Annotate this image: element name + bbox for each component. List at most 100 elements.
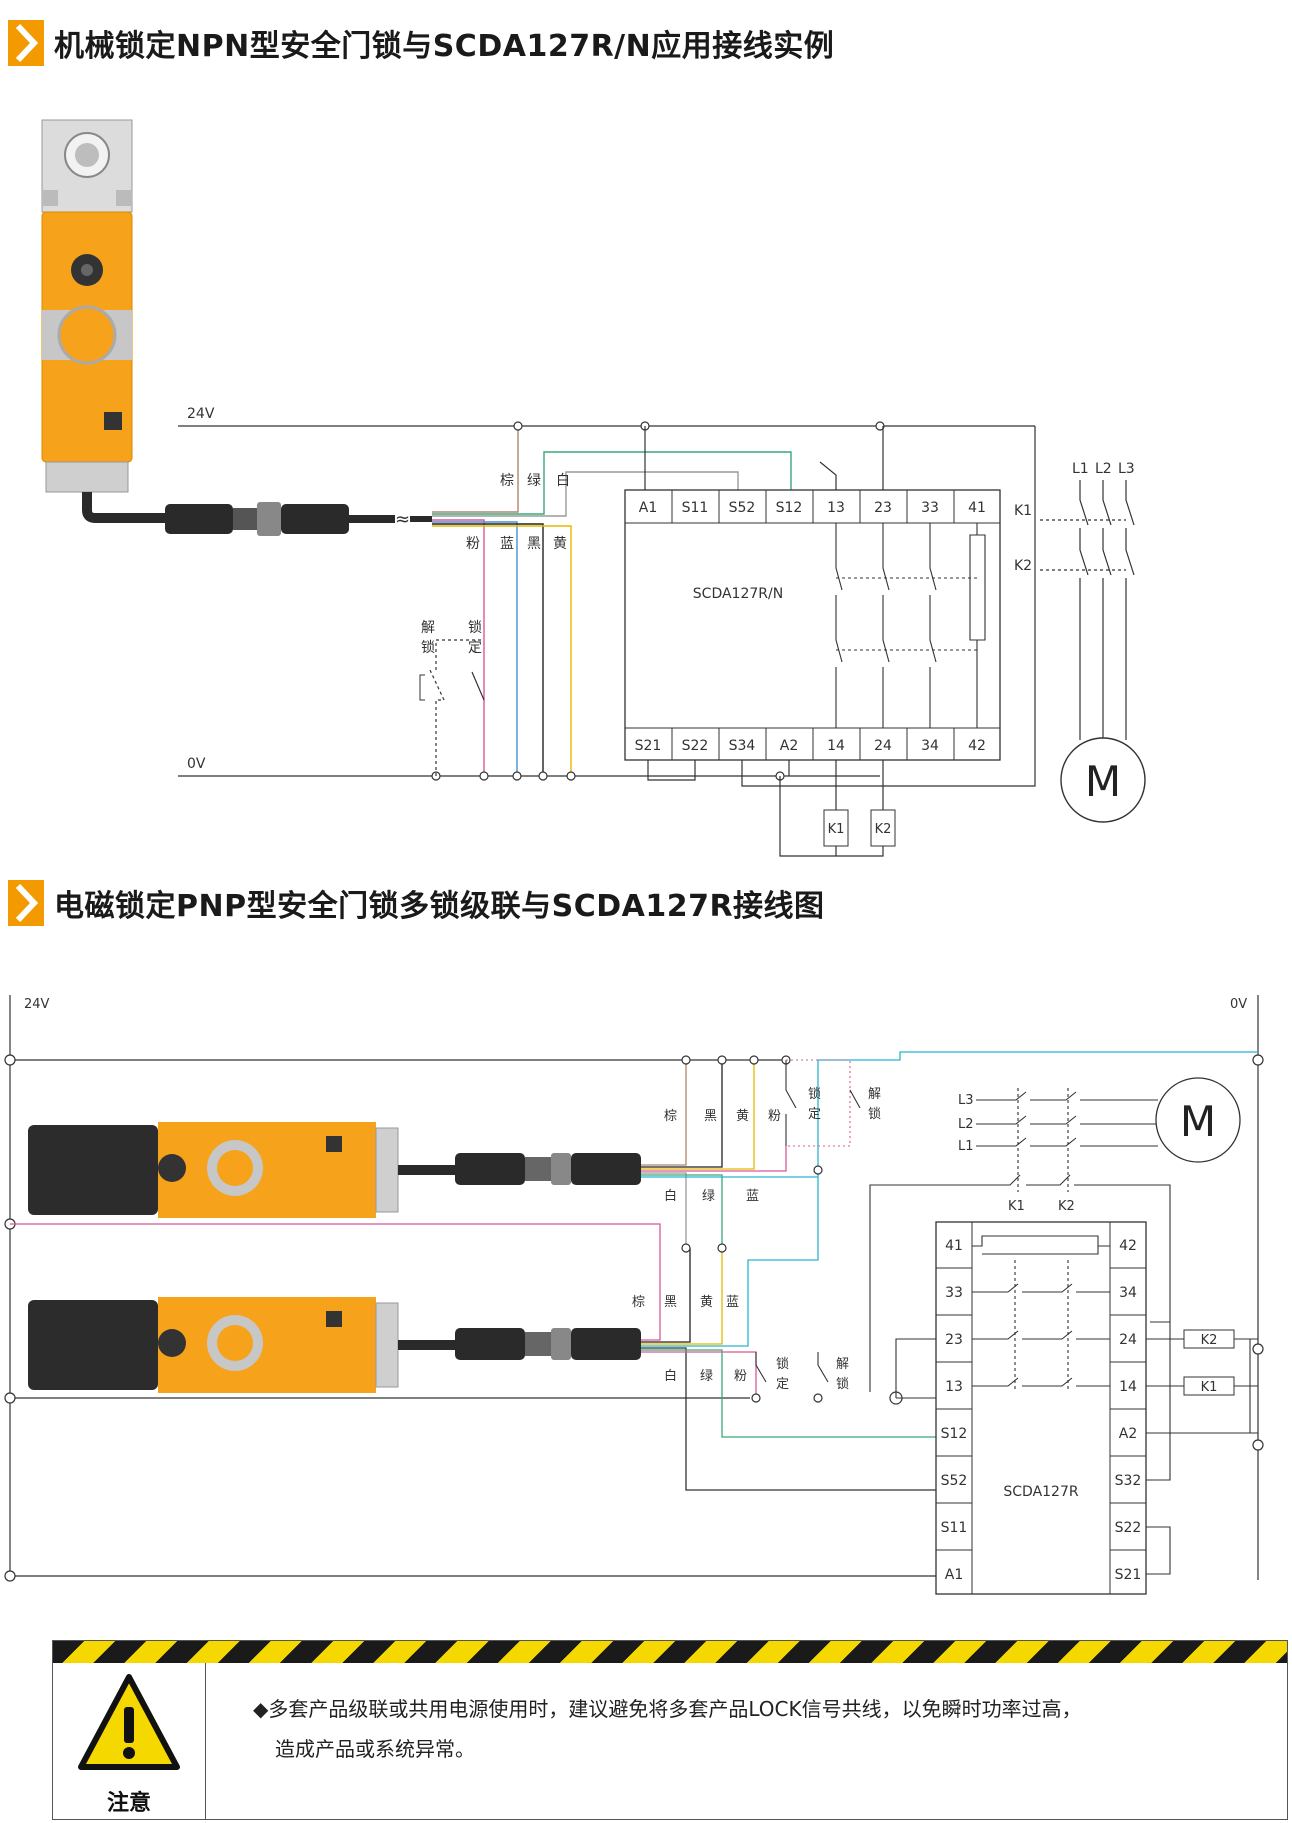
lock2-wire-yellow: 黄: [700, 1295, 713, 1310]
terminal-s11: S11: [941, 1520, 968, 1536]
terminal-41: 41: [968, 500, 986, 516]
relay-name: SCDA127R/N: [693, 586, 783, 602]
chevron-right-icon: [8, 880, 44, 926]
contactor-k2-label: K2: [1058, 1199, 1075, 1214]
lock2-wire-brown: 棕: [632, 1295, 645, 1310]
terminal-s12: S12: [776, 500, 803, 516]
contactor-k1-label: K1: [1014, 503, 1032, 519]
terminal-13: 13: [945, 1379, 963, 1395]
terminal-s21: S21: [1115, 1567, 1142, 1583]
lock1-lock-label-1: 锁: [808, 1086, 821, 1102]
motor-symbol: [1155, 1077, 1241, 1163]
terminal-41: 41: [945, 1238, 963, 1254]
coil-k2-label: K2: [1201, 1333, 1218, 1348]
terminal-s32: S32: [1115, 1473, 1142, 1489]
safety-lock-2: [28, 1297, 399, 1393]
lock1-wire-blue: 蓝: [746, 1189, 759, 1204]
section2-header: 电磁锁定PNP型安全门锁多锁级联与SCDA127R接线图: [8, 880, 825, 926]
motor-label: M: [1085, 757, 1121, 806]
lock-label-2: 定: [468, 640, 482, 656]
terminal-34: 34: [1119, 1285, 1137, 1301]
caution-line-2: 造成产品或系统异常。: [275, 1737, 475, 1761]
lock1-wire-white: 白: [664, 1188, 677, 1204]
terminal-24: 24: [874, 738, 892, 754]
lock1-wire-pink: 粉: [768, 1109, 781, 1124]
safety-lock-device: [41, 119, 133, 493]
contactor-k2-label: K2: [1014, 558, 1032, 574]
terminal-s52: S52: [729, 500, 756, 516]
svg-text:≈: ≈: [395, 509, 410, 530]
rail-0v-label: 0V: [187, 756, 206, 772]
coil-k2: [870, 809, 896, 847]
terminal-s34: S34: [729, 738, 756, 754]
pnp-cascade-wiring-diagram: 24V 0V: [4, 995, 1264, 1595]
lock2-lock-label-1: 锁: [776, 1356, 789, 1372]
terminal-14: 14: [1119, 1379, 1137, 1395]
terminal-s21: S21: [635, 738, 662, 754]
unlock-label-2: 锁: [421, 640, 435, 656]
chevron-right-icon: [8, 20, 44, 66]
unlock-switch: [419, 639, 484, 776]
relay-name: SCDA127R: [1003, 1484, 1078, 1500]
terminal-42: 42: [968, 738, 986, 754]
coil-k1: [823, 809, 849, 847]
warning-triangle-icon: [78, 1674, 180, 1770]
coil-k1: [1183, 1376, 1235, 1396]
coil-k2-label: K2: [875, 822, 892, 837]
section2-title: 电磁锁定PNP型安全门锁多锁级联与SCDA127R接线图: [54, 889, 825, 924]
caution-line-1: ◆多套产品级联或共用电源使用时，建议避免将多套产品LOCK信号共线，以免瞬时功率…: [253, 1697, 1082, 1721]
lock2-wire-blue: 蓝: [726, 1295, 739, 1310]
section1-title: 机械锁定NPN型安全门锁与SCDA127R/N应用接线实例: [54, 29, 835, 64]
lock2-wire-black: 黑: [664, 1295, 677, 1310]
lock-switch: [471, 671, 485, 701]
lock1-wire-green: 绿: [702, 1189, 715, 1204]
section1-header: 机械锁定NPN型安全门锁与SCDA127R/N应用接线实例: [8, 20, 834, 66]
lock2-lock-label-2: 定: [776, 1377, 789, 1392]
lock2-wire-pink: 粉: [734, 1369, 747, 1384]
coil-k1-label: K1: [828, 822, 845, 837]
cable-connector-plug: [165, 502, 349, 536]
coil-k2: [1183, 1329, 1235, 1349]
rail-0v-label: 0V: [1230, 997, 1247, 1012]
relay-scda127r: 41 33 23 13 S12 S52 S11 A1 42 34 24 14 A…: [935, 1221, 1147, 1595]
lock2-unlock-label-1: 解: [836, 1357, 849, 1372]
terminal-s12: S12: [941, 1426, 968, 1442]
wire-label-white: 白: [556, 473, 570, 489]
caution-notice: 注意 ◆多套产品级联或共用电源使用时，建议避免将多套产品LOCK信号共线，以免瞬…: [52, 1640, 1288, 1820]
terminal-s52: S52: [941, 1473, 968, 1489]
lock1-wire-black: 黑: [704, 1109, 717, 1124]
lock2-wire-white: 白: [664, 1368, 677, 1384]
lock2-wire-green: 绿: [700, 1369, 713, 1384]
wire-label-blue: 蓝: [500, 536, 514, 552]
terminal-s22: S22: [682, 738, 709, 754]
terminal-23: 23: [945, 1332, 963, 1348]
phase-l1: L1: [958, 1139, 974, 1154]
safety-lock-1: [28, 1122, 399, 1218]
motor-symbol: [1060, 737, 1146, 823]
motor-label: M: [1180, 1097, 1216, 1146]
terminal-24: 24: [1119, 1332, 1137, 1348]
relay-scda127rn: A1 S11 S52 S12 13 23 33 41 S21 S22 S34 A…: [624, 489, 1001, 761]
phase-l1: L1: [1072, 461, 1089, 477]
coil-k1-label: K1: [1201, 1380, 1218, 1395]
caution-text: ◆多套产品级联或共用电源使用时，建议避免将多套产品LOCK信号共线，以免瞬时功率…: [253, 1689, 1082, 1769]
npn-wiring-diagram: ≈ 24V 0V 棕 绿 白 粉 蓝 黑 黄 解 锁 锁 定: [41, 119, 1146, 857]
wire-label-brown: 棕: [500, 473, 514, 489]
terminal-33: 33: [921, 500, 939, 516]
terminal-42: 42: [1119, 1238, 1137, 1254]
terminal-s11: S11: [682, 500, 709, 516]
wire-label-yellow: 黄: [553, 535, 567, 552]
lock1-unlock-label-1: 解: [868, 1087, 881, 1102]
terminal-s22: S22: [1115, 1520, 1142, 1536]
terminal-a1: A1: [639, 500, 657, 516]
terminal-13: 13: [827, 500, 845, 516]
hazard-stripe: [53, 1641, 1287, 1663]
rail-24v-label: 24V: [24, 997, 50, 1012]
contactor-k1-label: K1: [1008, 1199, 1025, 1214]
terminal-a2: A2: [780, 738, 798, 754]
phase-l3: L3: [1118, 461, 1135, 477]
phase-l2: L2: [958, 1117, 974, 1132]
wire-label-pink: 粉: [466, 536, 480, 552]
terminal-a1: A1: [945, 1567, 963, 1583]
lock-label-1: 锁: [468, 620, 482, 636]
